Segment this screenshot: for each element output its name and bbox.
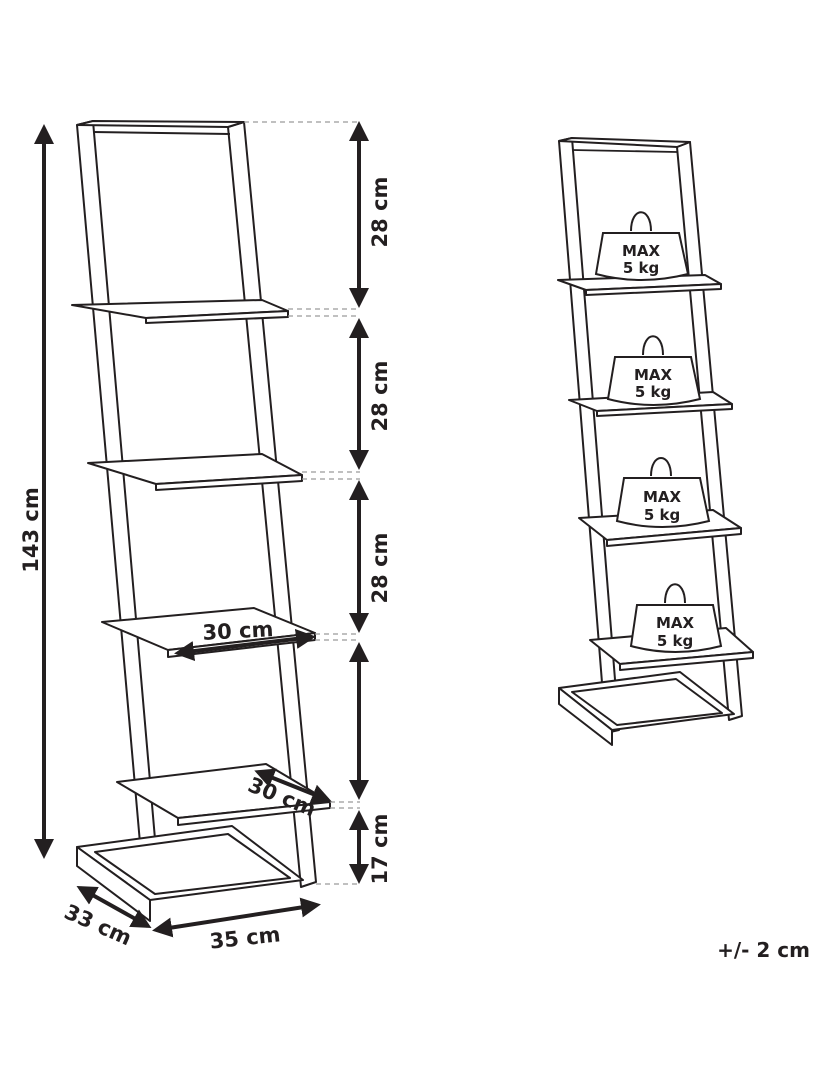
weight-2-max-label: MAX: [634, 366, 673, 384]
weight-2-kg-label: 5 kg: [635, 383, 671, 401]
gap-1-label: 28 cm: [368, 177, 392, 248]
weight-icon: [606, 356, 702, 406]
load-shelf-3-edge: [606, 527, 742, 547]
bottom-height-label: 17 cm: [368, 814, 392, 885]
shelf-2-edge: [155, 474, 303, 491]
weight-4-kg-label: 5 kg: [657, 632, 693, 650]
shelf-width-arrow: [174, 628, 316, 662]
base-opening: [94, 833, 291, 895]
load-shelf-1-edge: [585, 283, 722, 296]
base-depth-label: 33 cm: [61, 900, 136, 951]
load-top-rail-inner: [571, 149, 678, 153]
weight-handle-icon: [630, 211, 652, 232]
tolerance-note: +/- 2 cm: [717, 938, 810, 962]
base-width-label: 35 cm: [209, 922, 282, 953]
dimension-arrows: [34, 121, 369, 938]
weight-1-max-label: MAX: [622, 242, 661, 260]
weight-4-max-label: MAX: [656, 614, 695, 632]
weight-icon: [629, 604, 723, 653]
shelf-1-edge: [145, 310, 289, 324]
base-width-arrow: [152, 897, 321, 938]
total-height-label: 143 cm: [19, 487, 43, 572]
load-base-side: [558, 687, 613, 746]
base-depth-arrow: [76, 886, 152, 928]
top-rail: [76, 120, 245, 128]
dimensioned-shelf-drawing: 143 cm 28 cm 28 cm 28 cm 17 cm 30 cm 30 …: [19, 120, 392, 954]
gap-3-label: 28 cm: [368, 533, 392, 604]
load-base-sled: [558, 671, 735, 746]
load-top-rail: [558, 137, 691, 148]
weight-3-max-label: MAX: [643, 488, 682, 506]
gap-2-label: 28 cm: [368, 361, 392, 432]
shelf-depth-arrow: [254, 768, 332, 804]
weight-handle-icon: [650, 457, 672, 477]
weight-handle-icon: [642, 335, 664, 356]
weight-1-kg-label: 5 kg: [623, 259, 659, 277]
weight-handle-icon: [664, 583, 686, 604]
guide-lines: [244, 121, 360, 885]
top-rail-inner: [92, 131, 231, 135]
shelf-width-label: 30 cm: [202, 617, 274, 645]
weight-icon: [615, 477, 711, 528]
weight-4: MAX 5 kg: [629, 583, 723, 653]
load-shelf-4-edge: [619, 651, 754, 671]
load-shelf-2-edge: [596, 403, 733, 417]
load-capacity-drawing: MAX 5 kg MAX 5 kg MAX 5 kg MAX 5 kg: [557, 137, 754, 746]
weight-1: MAX 5 kg: [594, 211, 690, 281]
weight-3: MAX 5 kg: [615, 457, 711, 528]
weight-2: MAX 5 kg: [606, 335, 702, 406]
weight-icon: [594, 232, 690, 281]
load-base-opening: [571, 678, 723, 726]
weight-3-kg-label: 5 kg: [644, 506, 680, 524]
